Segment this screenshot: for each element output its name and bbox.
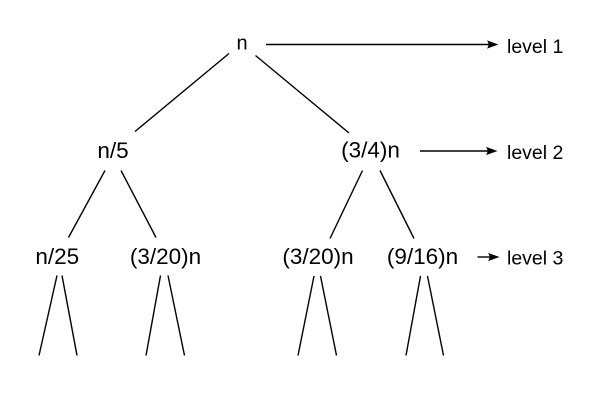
svg-text:(3/4)n: (3/4)n	[341, 138, 400, 163]
svg-text:n: n	[236, 33, 247, 55]
svg-text:level 2: level 2	[507, 142, 563, 164]
svg-text:n/5: n/5	[97, 138, 128, 163]
svg-text:level 3: level 3	[507, 248, 563, 270]
svg-text:n/25: n/25	[35, 244, 79, 269]
svg-text:(3/20)n: (3/20)n	[130, 244, 201, 269]
svg-text:(9/16)n: (9/16)n	[387, 244, 458, 269]
svg-text:(3/20)n: (3/20)n	[282, 244, 353, 269]
svg-text:level 1: level 1	[507, 36, 563, 58]
